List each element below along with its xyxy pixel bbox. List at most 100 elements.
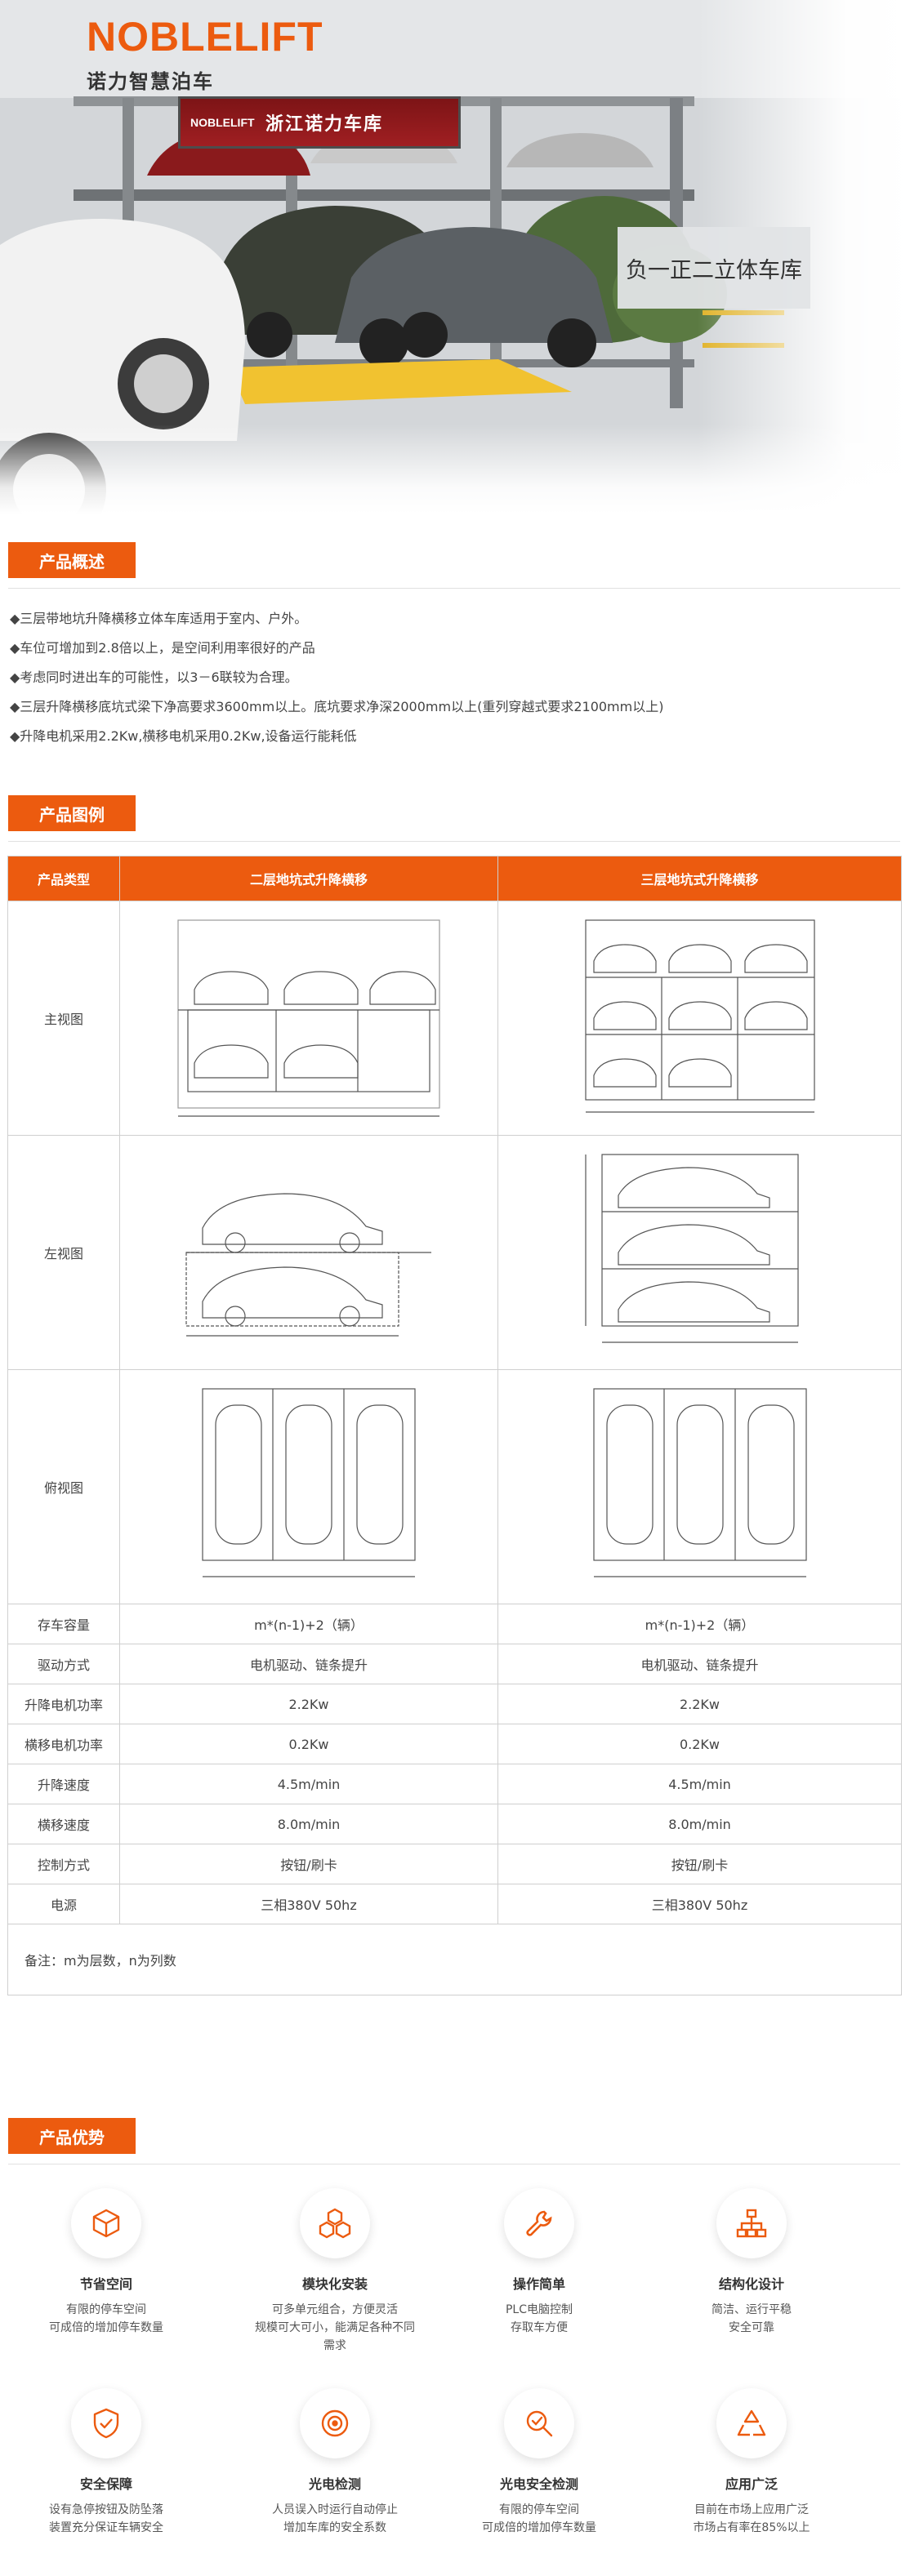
cell-2layer: 0.2Kw bbox=[119, 1724, 498, 1764]
table-header-row: 产品类型 二层地坑式升降横移 三层地坑式升降横移 bbox=[7, 856, 902, 901]
table-row: 横移速度 8.0m/min 8.0m/min bbox=[7, 1804, 902, 1844]
sign-text: 浙江诺力车库 bbox=[265, 114, 384, 135]
brand-logo: NOBLELIFT bbox=[87, 14, 323, 60]
divider bbox=[8, 588, 900, 589]
row-label: 俯视图 bbox=[7, 1369, 120, 1604]
cell-2layer: 三相380V 50hz bbox=[119, 1884, 498, 1924]
garage-sign: NOBLELIFT 浙江诺力车库 bbox=[178, 96, 461, 149]
front-view-2layer bbox=[119, 901, 498, 1136]
table-row: 控制方式 按钮/刷卡 按钮/刷卡 bbox=[7, 1844, 902, 1884]
cell-3layer: 2.2Kw bbox=[497, 1684, 902, 1724]
table-row: 电源 三相380V 50hz 三相380V 50hz bbox=[7, 1884, 902, 1924]
advantage-item: 模块化安装 可多单元组合，方便灵活 规模可大可小，能满足各种不同需求 bbox=[253, 2188, 417, 2355]
table-row: 驱动方式 电机驱动、链条提升 电机驱动、链条提升 bbox=[7, 1644, 902, 1684]
advantage-desc-line: PLC电脑控制 bbox=[505, 2303, 573, 2316]
advantage-desc-line: 装置充分保证车辆安全 bbox=[49, 2521, 163, 2534]
advantage-desc-line: 增加车库的安全系数 bbox=[283, 2521, 386, 2534]
table-note: 备注：m为层数，n为列数 bbox=[7, 1924, 902, 1995]
cell-2layer: 8.0m/min bbox=[119, 1804, 498, 1844]
advantage-desc-line: 人员误入时运行自动停止 bbox=[272, 2503, 398, 2516]
advantage-item: 节省空间 有限的停车空间 可成倍的增加停车数量 bbox=[25, 2188, 188, 2337]
advantage-desc-line: 规模可大可小，能满足各种不同需求 bbox=[255, 2321, 415, 2352]
table-row: 升降速度 4.5m/min 4.5m/min bbox=[7, 1764, 902, 1804]
recycle-icon bbox=[716, 2388, 787, 2458]
table-row: 升降电机功率 2.2Kw 2.2Kw bbox=[7, 1684, 902, 1724]
advantage-desc-line: 可成倍的增加停车数量 bbox=[49, 2321, 163, 2334]
row-label: 驱动方式 bbox=[7, 1644, 120, 1684]
advantage-title: 操作简单 bbox=[512, 2276, 565, 2292]
advantages-grid: 节省空间 有限的停车空间 可成倍的增加停车数量 模块化安装 可多单元组合，方便灵… bbox=[0, 2172, 910, 2564]
diagram-row-top: 俯视图 bbox=[7, 1369, 902, 1604]
front-view-3layer bbox=[497, 901, 902, 1136]
search-shield-icon bbox=[504, 2388, 574, 2458]
overview-list: ◆三层带地坑升降横移立体车库适用于室内、户外。 ◆车位可增加到2.8倍以上，是空… bbox=[10, 604, 892, 751]
cell-3layer: 三相380V 50hz bbox=[497, 1884, 902, 1924]
advantage-title: 光电安全检测 bbox=[499, 2476, 578, 2492]
front-view-3layer-drawing bbox=[584, 919, 815, 1113]
overview-line: ◆三层带地坑升降横移立体车库适用于室内、户外。 bbox=[10, 611, 308, 626]
advantage-title: 节省空间 bbox=[79, 2276, 132, 2292]
advantage-title: 结构化设计 bbox=[718, 2276, 784, 2292]
advantage-desc-line: 安全可靠 bbox=[729, 2321, 774, 2334]
top-view-2layer-drawing bbox=[202, 1388, 416, 1577]
side-view-3layer bbox=[497, 1135, 902, 1370]
advantage-desc: 人员误入时运行自动停止 增加车库的安全系数 bbox=[253, 2501, 417, 2537]
advantage-item: 光电检测 人员误入时运行自动停止 增加车库的安全系数 bbox=[253, 2388, 417, 2537]
row-label: 控制方式 bbox=[7, 1844, 120, 1884]
advantage-desc: 有限的停车空间 可成倍的增加停车数量 bbox=[25, 2301, 188, 2337]
cell-3layer: 按钮/刷卡 bbox=[497, 1844, 902, 1884]
advantage-title: 安全保障 bbox=[79, 2476, 132, 2492]
cell-2layer: 4.5m/min bbox=[119, 1764, 498, 1804]
overview-line: ◆三层升降横移底坑式梁下净高要求3600mm以上。底坑要求净深2000mm以上(… bbox=[10, 699, 664, 714]
advantage-item: 操作简单 PLC电脑控制 存取车方便 bbox=[457, 2188, 621, 2337]
advantage-desc-line: 市场占有率在85%以上 bbox=[693, 2521, 810, 2534]
brand-subtitle: 诺力智慧泊车 bbox=[87, 70, 214, 93]
cell-2layer: 电机驱动、链条提升 bbox=[119, 1644, 498, 1684]
row-label: 电源 bbox=[7, 1884, 120, 1924]
row-label: 横移速度 bbox=[7, 1804, 120, 1844]
top-view-2layer bbox=[119, 1369, 498, 1604]
advantage-desc: 可多单元组合，方便灵活 规模可大可小，能满足各种不同需求 bbox=[253, 2301, 417, 2355]
overview-line: ◆考虑同时进出车的可能性，以3－6联较为合理。 bbox=[10, 670, 298, 685]
overview-line: ◆升降电机采用2.2Kw,横移电机采用0.2Kw,设备运行能耗低 bbox=[10, 728, 357, 744]
advantage-desc: PLC电脑控制 存取车方便 bbox=[457, 2301, 621, 2337]
advantage-item: 结构化设计 简洁、运行平稳 安全可靠 bbox=[670, 2188, 833, 2337]
advantage-desc-line: 有限的停车空间 bbox=[66, 2303, 146, 2316]
section-tag-illustration: 产品图例 bbox=[8, 795, 136, 831]
spec-table: 产品类型 二层地坑式升降横移 三层地坑式升降横移 主视图 bbox=[7, 856, 902, 1995]
section-tag-overview: 产品概述 bbox=[8, 542, 136, 578]
row-label: 横移电机功率 bbox=[7, 1724, 120, 1764]
row-label: 存车容量 bbox=[7, 1604, 120, 1644]
wrench-icon bbox=[504, 2188, 574, 2258]
hero-title: 负一正二立体车库 bbox=[626, 257, 802, 283]
photo-sensor-icon bbox=[300, 2388, 370, 2458]
top-view-3layer-drawing bbox=[592, 1388, 807, 1577]
cell-3layer: 0.2Kw bbox=[497, 1724, 902, 1764]
cell-3layer: 4.5m/min bbox=[497, 1764, 902, 1804]
advantage-item: 光电安全检测 有限的停车空间 可成倍的增加停车数量 bbox=[457, 2388, 621, 2537]
advantage-title: 模块化安装 bbox=[301, 2276, 368, 2292]
advantage-desc-line: 目前在市场上应用广泛 bbox=[694, 2503, 809, 2516]
side-view-2layer bbox=[119, 1135, 498, 1370]
hero-fade-bottom bbox=[0, 425, 910, 514]
row-label: 升降速度 bbox=[7, 1764, 120, 1804]
row-label: 主视图 bbox=[7, 901, 120, 1136]
side-view-3layer-drawing bbox=[584, 1154, 799, 1343]
diagram-row-side: 左视图 bbox=[7, 1135, 902, 1370]
advantage-desc-line: 简洁、运行平稳 bbox=[711, 2303, 792, 2316]
advantage-title: 光电检测 bbox=[308, 2476, 361, 2492]
sign-logo: NOBLELIFT bbox=[190, 116, 255, 129]
cell-3layer: m*(n-1)+2（辆） bbox=[497, 1604, 902, 1644]
table-header: 二层地坑式升降横移 bbox=[119, 856, 498, 901]
shield-check-icon bbox=[71, 2388, 141, 2458]
advantage-desc: 有限的停车空间 可成倍的增加停车数量 bbox=[457, 2501, 621, 2537]
row-label: 升降电机功率 bbox=[7, 1684, 120, 1724]
advantage-desc: 简洁、运行平稳 安全可靠 bbox=[670, 2301, 833, 2337]
advantage-item: 安全保障 设有急停按钮及防坠落 装置充分保证车辆安全 bbox=[25, 2388, 188, 2537]
hero-banner: NOBLELIFT 浙江诺力车库 NOBLELIFT 诺力智慧泊车 负一正二立体… bbox=[0, 0, 910, 514]
table-header: 产品类型 bbox=[7, 856, 120, 901]
front-view-2layer-drawing bbox=[177, 919, 440, 1117]
advantage-title: 应用广泛 bbox=[725, 2476, 778, 2492]
divider bbox=[8, 841, 900, 842]
row-label: 左视图 bbox=[7, 1135, 120, 1370]
